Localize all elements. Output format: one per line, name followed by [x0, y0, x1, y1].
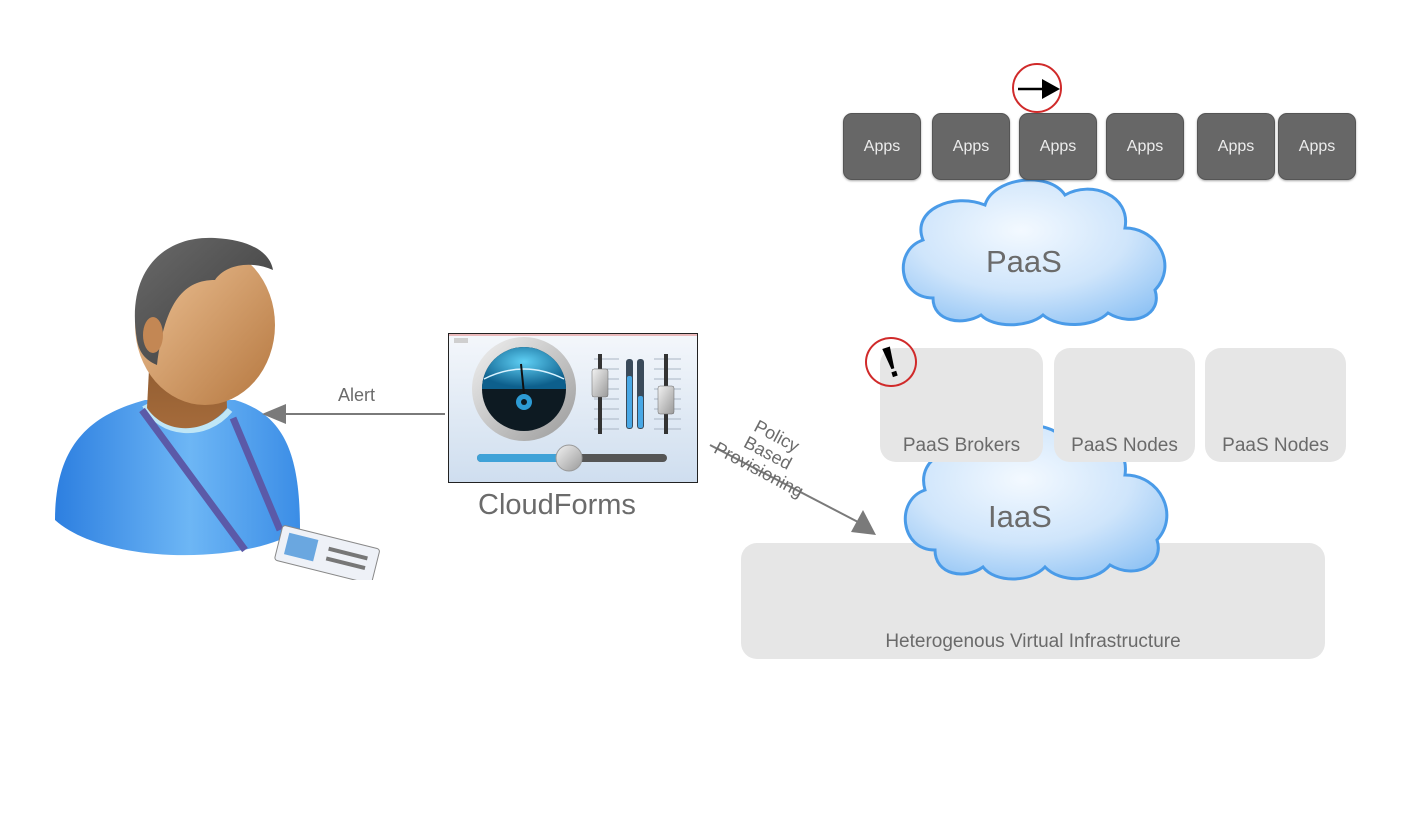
- app-box-6[interactable]: Apps: [1278, 113, 1356, 180]
- user-avatar: [45, 230, 390, 584]
- app-box-3[interactable]: Apps: [1019, 113, 1097, 180]
- app-label: Apps: [952, 137, 990, 155]
- iaas-cloud[interactable]: IaaS: [895, 415, 1175, 585]
- paas-nodes-label-1: PaaS Nodes: [1071, 435, 1178, 456]
- paas-cloud[interactable]: PaaS: [893, 170, 1173, 330]
- cloudforms-console[interactable]: [448, 333, 698, 483]
- paas-nodes-box-2[interactable]: PaaS Nodes: [1205, 348, 1346, 462]
- paas-nodes-label-2: PaaS Nodes: [1222, 435, 1329, 456]
- alert-arrow: [262, 400, 447, 428]
- app-label: Apps: [1126, 137, 1164, 155]
- paas-cloud-label: PaaS: [986, 244, 1062, 279]
- exclamation-icon: [882, 346, 898, 378]
- scale-out-marker[interactable]: [1012, 63, 1062, 113]
- app-label: Apps: [1298, 137, 1336, 155]
- app-box-5[interactable]: Apps: [1197, 113, 1275, 180]
- paas-brokers-box[interactable]: PaaS Brokers: [880, 348, 1043, 462]
- alert-arrow-label: Alert: [338, 385, 376, 405]
- app-box-1[interactable]: Apps: [843, 113, 921, 180]
- iaas-cloud-label: IaaS: [988, 499, 1052, 534]
- infrastructure-label: Heterogenous Virtual Infrastructure: [885, 631, 1181, 652]
- arrow-right-icon: [1018, 79, 1060, 99]
- alert-marker[interactable]: [865, 337, 917, 387]
- paas-brokers-label: PaaS Brokers: [902, 435, 1021, 456]
- app-box-2[interactable]: Apps: [932, 113, 1010, 180]
- app-label: Apps: [1217, 137, 1255, 155]
- app-label: Apps: [863, 137, 901, 155]
- app-box-4[interactable]: Apps: [1106, 113, 1184, 180]
- provisioning-arrow: [708, 440, 888, 540]
- cloudforms-label: CloudForms: [478, 489, 636, 521]
- paas-nodes-box-1[interactable]: PaaS Nodes: [1054, 348, 1195, 462]
- app-label: Apps: [1039, 137, 1077, 155]
